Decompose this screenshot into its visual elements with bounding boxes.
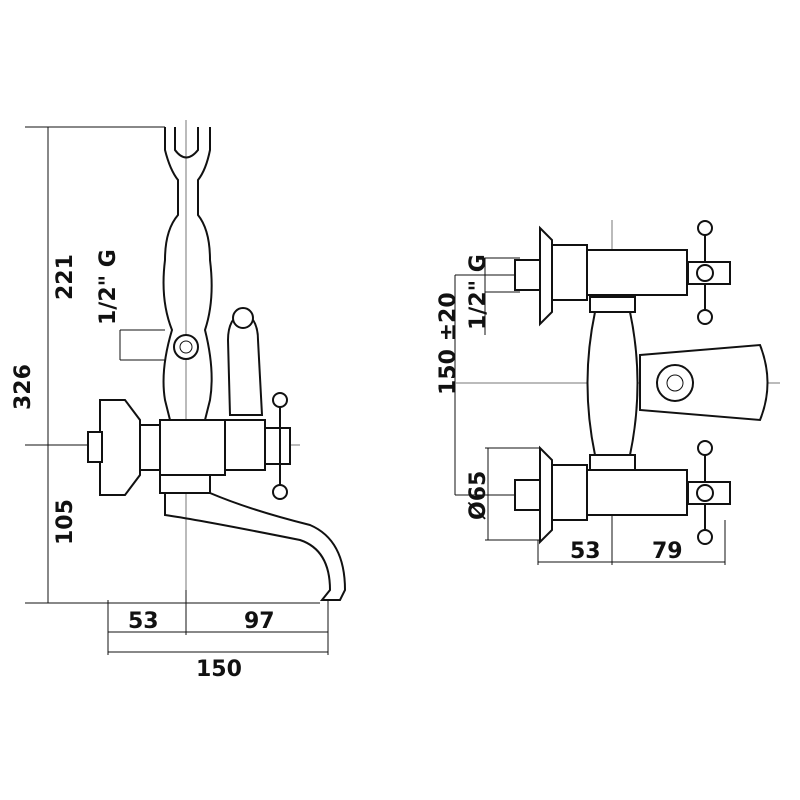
depth-right-label: 79 <box>652 539 683 564</box>
height-total-label: 326 <box>11 364 36 410</box>
upper-valve <box>514 220 731 327</box>
thread-label-left: 1/2" G <box>96 249 121 325</box>
height-upper-label: 221 <box>53 254 78 300</box>
height-lower-label: 105 <box>53 499 78 545</box>
width-right-label: 97 <box>244 609 275 634</box>
faucet-side-view <box>514 220 769 545</box>
lower-valve <box>514 440 731 545</box>
width-total-label: 150 <box>196 657 242 682</box>
left-dimension-lines <box>25 120 329 655</box>
faucet-front-view <box>87 127 347 601</box>
depth-left-label: 53 <box>570 539 601 564</box>
center-distance-label: 150 ±20 <box>436 292 461 395</box>
width-left-label: 53 <box>128 609 159 634</box>
thread-label-right: 1/2" G <box>466 254 491 330</box>
flange-diameter-label: Ø65 <box>466 471 491 520</box>
